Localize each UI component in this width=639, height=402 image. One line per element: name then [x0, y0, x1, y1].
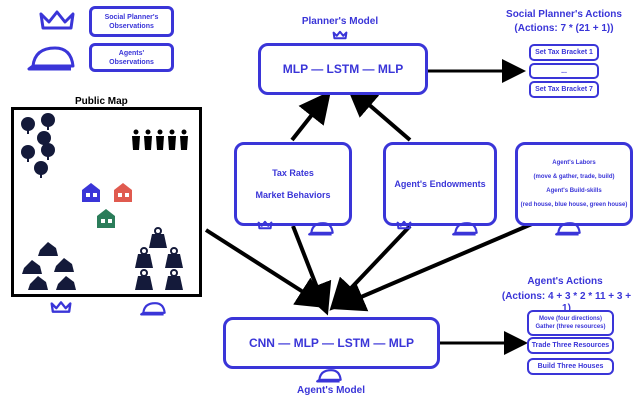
crown-icon: [39, 10, 75, 30]
crown-icon: [332, 30, 348, 40]
public-map: [11, 107, 202, 297]
cap-icon: [27, 46, 75, 71]
tax-rates-label: Tax Rates: [272, 168, 314, 178]
labors-box: Agent's Labors (move & gather, trade, bu…: [515, 142, 633, 226]
arrow-labors-to-agent: [332, 210, 561, 312]
arrow-map-to-agent: [204, 228, 329, 309]
tax-rates-box: Tax Rates Market Behaviors: [234, 142, 352, 226]
labors-title: Agent's Labors: [552, 159, 596, 166]
planner-action-item: Set Tax Bracket 7: [529, 81, 599, 98]
cap-icon: [555, 222, 581, 236]
agent-action-label: Trade Three Resources: [531, 342, 610, 349]
agent-action-item: Trade Three Resources: [527, 337, 614, 354]
agent-actions-subtitle: (Actions: 4 + 3 * 2 * 11 + 3 + 1): [501, 291, 632, 314]
planner-action-item: Set Tax Bracket 1: [529, 44, 599, 61]
crown-icon: [257, 220, 273, 230]
agent-model-arch: CNN — MLP — LSTM — MLP: [248, 336, 415, 350]
agent-model-box: CNN — MLP — LSTM — MLP: [223, 317, 440, 369]
planner-action-label: ...: [561, 67, 567, 75]
endowments-box: Agent's Endowments: [383, 142, 497, 226]
planner-model-title: Planner's Model: [301, 16, 379, 27]
cap-icon: [316, 369, 342, 383]
planner-action-label: Set Tax Bracket 7: [535, 86, 593, 93]
cap-icon: [452, 222, 478, 236]
agent-action-item: Move (four directions) Gather (three res…: [527, 310, 614, 336]
planner-action-label: Set Tax Bracket 1: [535, 49, 593, 56]
legend-agent-observations: Agents' Observations: [89, 43, 174, 72]
planner-actions-title: Social Planner's Actions: [506, 9, 622, 20]
legend-planner-observations: Social Planner's Observations: [89, 6, 174, 37]
agent-action-label: Move (four directions) Gather (three res…: [535, 316, 606, 330]
planner-model-box: MLP — LSTM — MLP: [258, 43, 428, 95]
build-skills-detail: (red house, blue house, green house): [520, 201, 628, 208]
legend-agent-label: Agents' Observations: [109, 49, 154, 66]
house-icon: [82, 183, 132, 228]
public-map-contents: [21, 113, 188, 290]
labors-detail: (move & gather, trade, build): [533, 173, 615, 180]
legend-planner-label: Social Planner's Observations: [104, 13, 159, 30]
arrow-tax-to-planner: [290, 90, 331, 142]
arrow-endow-to-planner: [345, 84, 412, 142]
public-map-title: Public Map: [75, 96, 128, 107]
planner-actions-subtitle: (Actions: 7 * (21 + 1)): [514, 23, 614, 34]
agent-action-item: Build Three Houses: [527, 358, 614, 375]
person-icon: [132, 129, 188, 150]
crown-icon: [50, 301, 72, 313]
rock-icon: [22, 242, 76, 290]
endowments-label: Agent's Endowments: [394, 179, 486, 189]
tree-icon: [21, 113, 55, 178]
cap-icon: [308, 222, 334, 236]
crown-icon: [396, 220, 412, 230]
planner-model-arch: MLP — LSTM — MLP: [282, 62, 404, 76]
build-skills-title: Agent's Build-skills: [546, 187, 602, 194]
agent-actions-title: Agent's Actions: [527, 276, 603, 287]
agent-action-label: Build Three Houses: [537, 363, 604, 370]
planner-action-item: ...: [529, 63, 599, 79]
cap-icon: [140, 302, 166, 316]
weight-icon: [135, 227, 183, 290]
market-behaviors-label: Market Behaviors: [255, 190, 331, 200]
agent-model-title: Agent's Model: [297, 385, 365, 396]
